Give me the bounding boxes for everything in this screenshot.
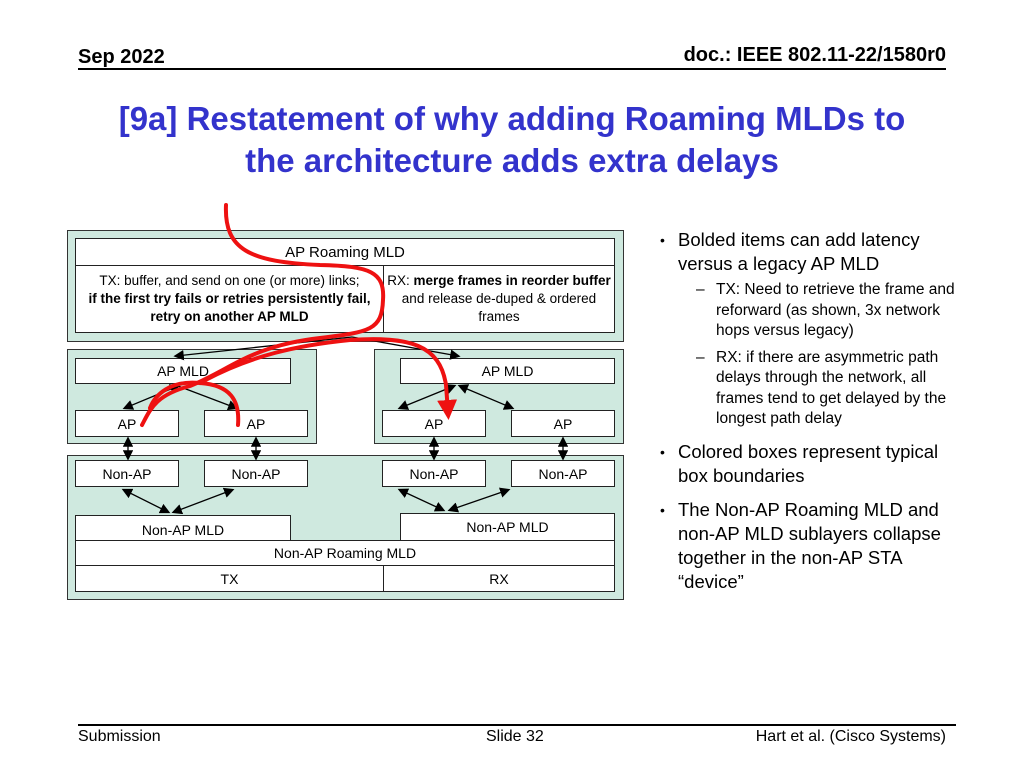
footer-slide-number: Slide 32	[486, 728, 544, 745]
ap-roaming-mld-rx: RX: merge frames in reorder buffer and r…	[383, 265, 615, 333]
non-ap-mld-right: Non-AP MLD	[400, 513, 615, 541]
rx-prefix: RX:	[387, 273, 414, 288]
non-ap-4: Non-AP	[511, 460, 615, 487]
non-ap-roaming-mld: Non-AP Roaming MLD	[75, 540, 615, 566]
bullet-list: Bolded items can add latency versus a le…	[660, 228, 960, 604]
slide-title-line-2: the architecture adds extra delays	[245, 142, 779, 179]
footer-divider	[78, 724, 956, 726]
header-date: Sep 2022	[78, 46, 165, 68]
sub-bullet-rx: RX: if there are asymmetric path delays …	[678, 348, 960, 430]
ap-left-2: AP	[204, 410, 308, 437]
bullet-colored-boxes: Colored boxes represent typical box boun…	[660, 440, 960, 488]
ap-mld-left: AP MLD	[75, 358, 291, 384]
bullet-latency-text: Bolded items can add latency versus a le…	[678, 229, 920, 274]
bullet-latency: Bolded items can add latency versus a le…	[660, 228, 960, 430]
non-ap-1: Non-AP	[75, 460, 179, 487]
tx-retry-description: if the first try fails or retries persis…	[88, 291, 371, 324]
header-divider	[78, 68, 946, 70]
ap-right-1: AP	[382, 410, 486, 437]
non-ap-mld-left: Non-AP MLD	[75, 515, 291, 541]
non-ap-3: Non-AP	[382, 460, 486, 487]
slide-title: [9a] Restatement of why adding Roaming M…	[60, 98, 964, 182]
ap-mld-right: AP MLD	[400, 358, 615, 384]
ap-roaming-mld-tx: TX: buffer, and send on one (or more) li…	[75, 265, 384, 333]
footer-author: Hart et al. (Cisco Systems)	[755, 728, 946, 745]
ap-roaming-mld-label: AP Roaming MLD	[75, 238, 615, 266]
header-doc-id: doc.: IEEE 802.11-22/1580r0	[683, 44, 946, 66]
ap-left-1: AP	[75, 410, 179, 437]
slide-title-line-1: [9a] Restatement of why adding Roaming M…	[118, 100, 906, 137]
rx-suffix: and release de-duped & ordered frames	[401, 291, 597, 324]
non-ap-rx: RX	[383, 565, 615, 592]
non-ap-2: Non-AP	[204, 460, 308, 487]
bullet-non-ap-roaming: The Non-AP Roaming MLD and non-AP MLD su…	[660, 498, 960, 594]
footer-submission: Submission	[78, 728, 161, 745]
rx-reorder-buffer: merge frames in reorder buffer	[413, 273, 611, 288]
non-ap-tx: TX	[75, 565, 384, 592]
tx-description: TX: buffer, and send on one (or more) li…	[99, 273, 360, 288]
sub-bullet-tx: TX: Need to retrieve the frame and refor…	[678, 280, 960, 342]
ap-right-2: AP	[511, 410, 615, 437]
